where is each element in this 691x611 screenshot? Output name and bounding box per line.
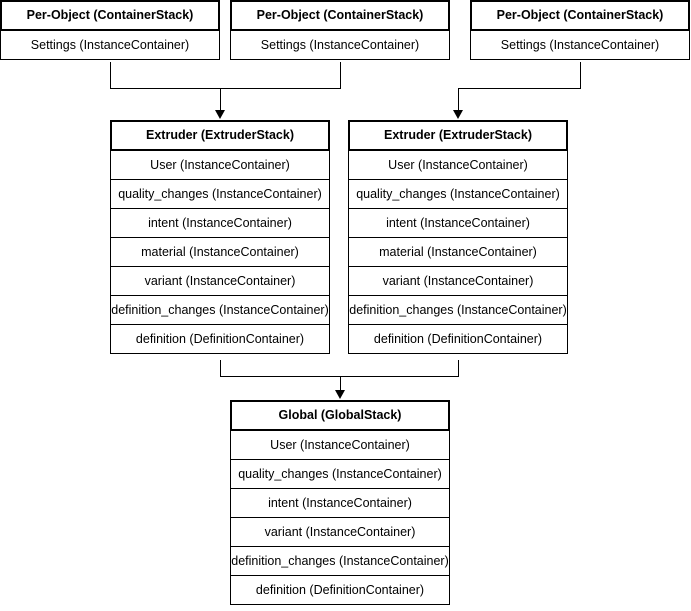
arrowhead-global	[335, 390, 345, 399]
node-row: Settings (InstanceContainer)	[470, 30, 690, 60]
connector-drop-extruder-2	[458, 88, 459, 111]
connector-extruder-1-down	[220, 360, 221, 376]
node-extruder-1[interactable]: Extruder (ExtruderStack) User (InstanceC…	[110, 120, 330, 354]
connector-per-object-1-to-extruder-1	[110, 62, 111, 88]
node-row: Settings (InstanceContainer)	[0, 30, 220, 60]
node-extruder-2[interactable]: Extruder (ExtruderStack) User (InstanceC…	[348, 120, 568, 354]
node-header: Global (GlobalStack)	[230, 400, 450, 431]
node-header: Per-Object (ContainerStack)	[230, 0, 450, 31]
connector-per-object-2-to-extruder-1	[340, 62, 341, 88]
node-row: definition (DefinitionContainer)	[348, 324, 568, 354]
connector-drop-extruder-1	[220, 88, 221, 111]
node-row: User (InstanceContainer)	[230, 430, 450, 460]
connector-merge-bar-extruder-1	[110, 88, 341, 89]
node-row: definition (DefinitionContainer)	[110, 324, 330, 354]
node-header: Extruder (ExtruderStack)	[348, 120, 568, 151]
node-row: intent (InstanceContainer)	[348, 208, 568, 238]
node-row: Settings (InstanceContainer)	[230, 30, 450, 60]
node-row: material (InstanceContainer)	[110, 237, 330, 267]
node-row: variant (InstanceContainer)	[230, 517, 450, 547]
node-row: quality_changes (InstanceContainer)	[348, 179, 568, 209]
node-row: intent (InstanceContainer)	[110, 208, 330, 238]
node-row: variant (InstanceContainer)	[348, 266, 568, 296]
node-header: Extruder (ExtruderStack)	[110, 120, 330, 151]
node-row: definition_changes (InstanceContainer)	[348, 295, 568, 325]
arrowhead-extruder-2	[453, 110, 463, 119]
node-per-object-2[interactable]: Per-Object (ContainerStack) Settings (In…	[230, 0, 450, 60]
node-row: variant (InstanceContainer)	[110, 266, 330, 296]
node-per-object-3[interactable]: Per-Object (ContainerStack) Settings (In…	[470, 0, 690, 60]
node-row: User (InstanceContainer)	[110, 150, 330, 180]
arrowhead-extruder-1	[215, 110, 225, 119]
node-row: intent (InstanceContainer)	[230, 488, 450, 518]
connector-per-object-3-across	[458, 88, 581, 89]
node-row: User (InstanceContainer)	[348, 150, 568, 180]
node-row: definition_changes (InstanceContainer)	[110, 295, 330, 325]
node-header: Per-Object (ContainerStack)	[0, 0, 220, 31]
connector-extruder-2-down	[458, 360, 459, 376]
connector-merge-bar-global	[220, 376, 459, 377]
node-per-object-1[interactable]: Per-Object (ContainerStack) Settings (In…	[0, 0, 220, 60]
node-row: quality_changes (InstanceContainer)	[230, 459, 450, 489]
node-row: definition (DefinitionContainer)	[230, 575, 450, 605]
node-header: Per-Object (ContainerStack)	[470, 0, 690, 31]
node-row: quality_changes (InstanceContainer)	[110, 179, 330, 209]
connector-drop-global	[340, 376, 341, 391]
connector-per-object-3-down	[580, 62, 581, 88]
node-row: material (InstanceContainer)	[348, 237, 568, 267]
node-global[interactable]: Global (GlobalStack) User (InstanceConta…	[230, 400, 450, 605]
node-row: definition_changes (InstanceContainer)	[230, 546, 450, 576]
